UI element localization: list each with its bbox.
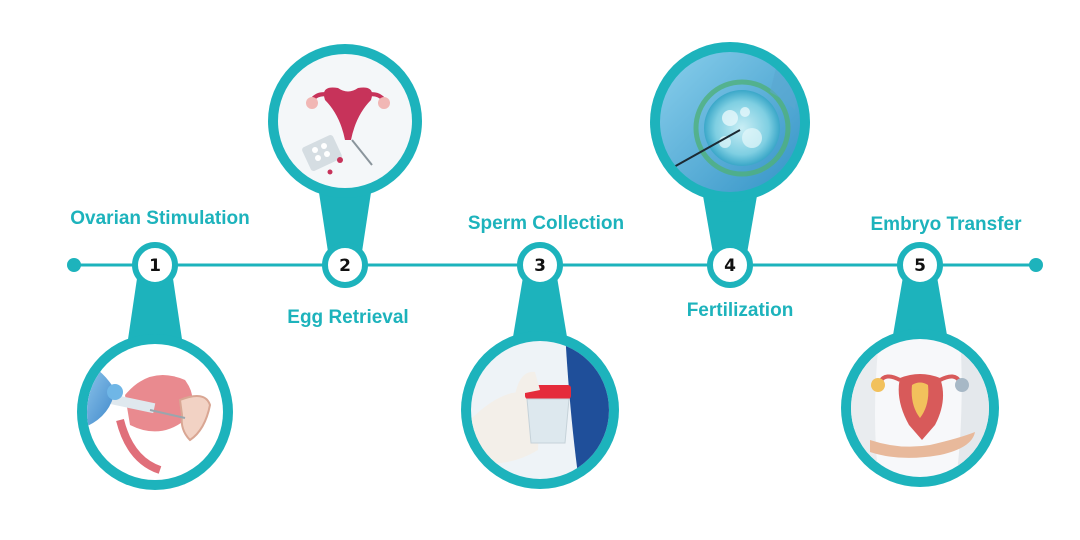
step-number-3: 3 [534, 256, 546, 276]
step-label-3: Sperm Collection [467, 213, 625, 234]
timeline-end-dot [1029, 258, 1043, 272]
connector-1 [127, 265, 183, 346]
step-label-1: Ovarian Stimulation [70, 208, 250, 229]
connector-3 [512, 265, 568, 343]
step-node-1: 1 [132, 242, 178, 288]
step-label-2: Egg Retrieval [287, 307, 409, 328]
connector-2 [318, 186, 372, 265]
step-number-2: 2 [339, 256, 351, 276]
uterus-illustration-image [278, 54, 412, 188]
step-number-4: 4 [724, 256, 736, 276]
step-label-5: Embryo Transfer [870, 214, 1022, 235]
step-node-2: 2 [322, 242, 368, 288]
step-node-3: 3 [517, 242, 563, 288]
step-node-5: 5 [897, 242, 943, 288]
timeline-start-dot [67, 258, 81, 272]
microinjection-image [660, 52, 800, 192]
connector-4 [702, 190, 758, 265]
step-number-1: 1 [149, 256, 161, 276]
connector-5 [892, 265, 948, 341]
step-number-5: 5 [914, 256, 926, 276]
step-label-4: Fertilization [686, 300, 794, 321]
ovary-injection-image [87, 344, 223, 480]
step-node-4: 4 [707, 242, 753, 288]
